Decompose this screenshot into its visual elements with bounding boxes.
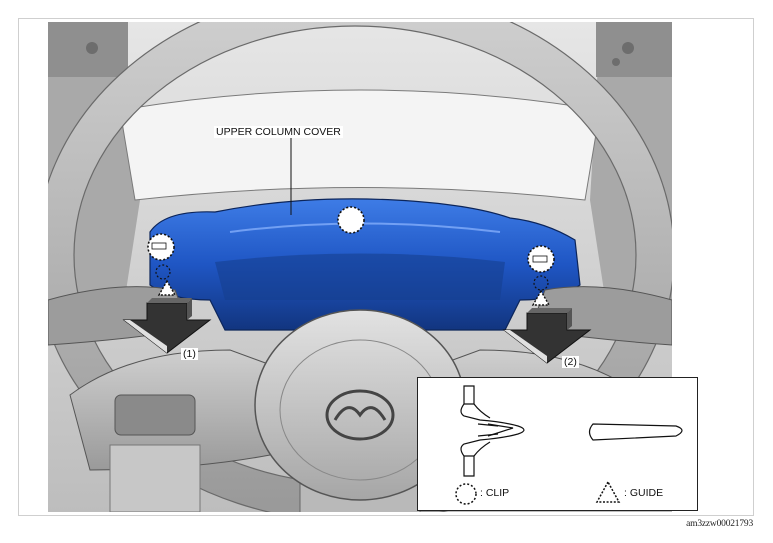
image-reference-id: am3zzw00021793 xyxy=(686,519,753,529)
legend-illustrations xyxy=(455,385,683,505)
arrow-step-1 xyxy=(122,298,212,354)
guide-marker-right xyxy=(531,289,551,306)
guide-legend-label: : GUIDE xyxy=(624,487,664,499)
arrow-step-2 xyxy=(502,308,592,364)
clip-legend-label: : CLIP xyxy=(480,487,510,499)
clip-tab-left xyxy=(151,242,167,250)
left-spoke-buttons xyxy=(114,394,196,436)
guide-legend-symbol xyxy=(595,480,621,503)
legend-panel: : CLIP : GUIDE xyxy=(417,377,698,511)
part-name-label: UPPER COLUMN COVER xyxy=(214,126,343,138)
clip-marker-left-small xyxy=(155,264,171,280)
pedal-area xyxy=(109,444,201,512)
upper-column-cover-shadow xyxy=(215,253,505,300)
clip-legend-symbol xyxy=(455,483,477,505)
step-1-label: (1) xyxy=(181,348,198,360)
step-2-label: (2) xyxy=(562,356,579,368)
brand-logo-wing xyxy=(333,406,387,421)
guide-detail-illustration xyxy=(588,423,683,441)
clip-tab-right xyxy=(532,255,548,263)
clip-marker-right-small xyxy=(533,275,549,291)
clip-marker-center xyxy=(337,206,365,234)
bolt-right-2 xyxy=(612,58,620,66)
dashboard-top-right xyxy=(596,22,672,77)
bolt-left xyxy=(86,42,98,54)
cluster-opening xyxy=(119,89,601,201)
brand-logo xyxy=(325,389,395,441)
clip-detail-illustration xyxy=(460,385,525,477)
bolt-right xyxy=(622,42,634,54)
guide-marker-left xyxy=(157,279,177,296)
